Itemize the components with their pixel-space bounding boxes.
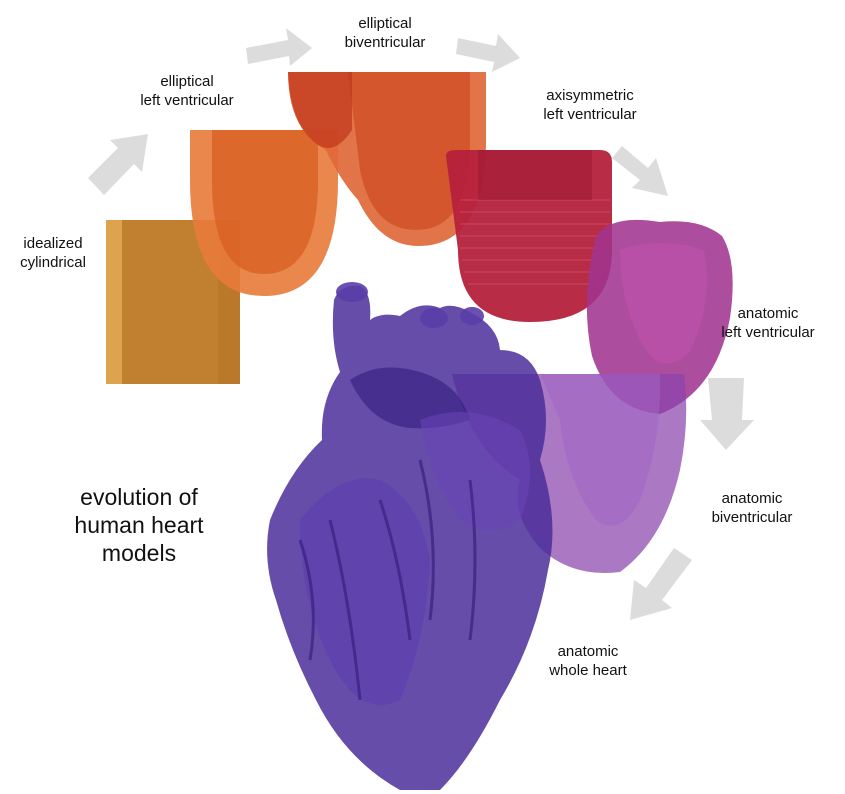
arrow-elliptical-bv-to-axisymmetric <box>456 34 520 72</box>
label-axisymmetric-left-ventricular: axisymmetric left ventricular <box>522 86 658 124</box>
label-whole-heart-line2: whole heart <box>530 661 646 680</box>
label-elliptical-left-ventricular: elliptical left ventricular <box>120 72 254 110</box>
arrow-anatomic-lv-to-anatomic-bv <box>700 378 754 450</box>
label-idealized-cylindrical: idealized cylindrical <box>10 234 96 272</box>
label-elliptical-biventricular: elliptical biventricular <box>330 14 440 52</box>
arrow-elliptical-lv-to-elliptical-bv <box>246 28 312 66</box>
label-elliptical-lv-line2: left ventricular <box>120 91 254 110</box>
label-anatomic-lv-line2: left ventricular <box>700 323 836 342</box>
diagram-title: evolution of human heart models <box>46 483 232 567</box>
label-anatomic-bv-line1: anatomic <box>684 489 820 508</box>
model-anatomic-whole-heart <box>267 282 552 790</box>
title-line2: human heart <box>46 511 232 539</box>
label-elliptical-bv-line1: elliptical <box>330 14 440 33</box>
label-anatomic-bv-line2: biventricular <box>684 508 820 527</box>
label-idealized-cylindrical-line1: idealized <box>10 234 96 253</box>
arrow-axisymmetric-to-anatomic-lv <box>612 146 668 196</box>
label-idealized-cylindrical-line2: cylindrical <box>10 253 96 272</box>
label-anatomic-whole-heart: anatomic whole heart <box>530 642 646 680</box>
title-line3: models <box>46 539 232 567</box>
label-anatomic-left-ventricular: anatomic left ventricular <box>700 304 836 342</box>
title-line1: evolution of <box>46 483 232 511</box>
model-elliptical-left-ventricular <box>190 130 338 296</box>
label-axisymmetric-line2: left ventricular <box>522 105 658 124</box>
label-elliptical-bv-line2: biventricular <box>330 33 440 52</box>
label-anatomic-biventricular: anatomic biventricular <box>684 489 820 527</box>
label-anatomic-lv-line1: anatomic <box>700 304 836 323</box>
arrow-cylindrical-to-elliptical-lv <box>88 134 148 195</box>
label-axisymmetric-line1: axisymmetric <box>522 86 658 105</box>
label-whole-heart-line1: anatomic <box>530 642 646 661</box>
label-elliptical-lv-line1: elliptical <box>120 72 254 91</box>
arrow-anatomic-bv-to-whole-heart <box>630 548 692 620</box>
